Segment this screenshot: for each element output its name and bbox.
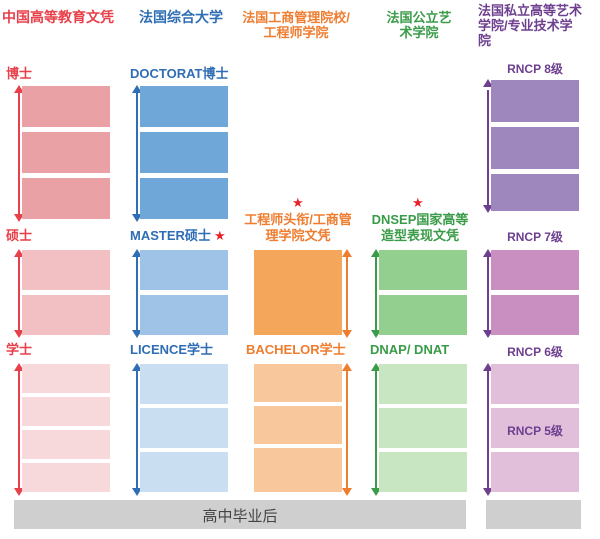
china-bachelor-block [22, 364, 110, 393]
arrow-down-icon [342, 330, 352, 338]
art-dnsep-block [379, 250, 467, 290]
arrow-down-icon [14, 214, 24, 222]
arrow-up-icon [132, 363, 142, 371]
art-dnsep-label: DNSEP国家高等造型表现文凭 [371, 212, 469, 243]
arrow-down-icon [132, 214, 142, 222]
private-rncp8-label: RNCP 8级 [507, 62, 563, 76]
star-icon: ★ [412, 195, 424, 210]
arrow-down-icon [483, 330, 493, 338]
private-rncp6-label: RNCP 6级 [507, 345, 563, 359]
arrow-down-icon [14, 330, 24, 338]
baseline-bar [14, 500, 466, 529]
art-dnsep-block [379, 295, 467, 335]
china-bachelor-block [22, 463, 110, 492]
grandes-ecoles-title-block [254, 250, 342, 335]
university-licence-axis [136, 368, 138, 492]
private-rncp8-block [491, 80, 579, 122]
university-licence-block [140, 364, 228, 404]
china-bachelor-block [22, 430, 110, 459]
arrow-up-icon [14, 363, 24, 371]
china-phd-block [22, 86, 110, 127]
private-rncp5-label: RNCP 5级 [507, 424, 563, 438]
header-private: 法国私立高等艺术学院/专业技术学院 [478, 3, 583, 48]
art-dnap-axis [375, 368, 377, 492]
header-art: 法国公立艺术学院 [386, 10, 452, 40]
university-licence-block [140, 408, 228, 448]
arrow-down-icon [483, 488, 493, 496]
university-master-block [140, 295, 228, 335]
arrow-up-icon [132, 249, 142, 257]
private-rncp7-block [491, 250, 579, 290]
header-grandes-ecoles: 法国工商管理院校/工程师学院 [242, 10, 350, 40]
arrow-down-icon [132, 488, 142, 496]
art-dnap-block [379, 408, 467, 448]
art-dnap-block [379, 452, 467, 492]
arrow-up-icon [342, 363, 352, 371]
grandes-ecoles-bachelor-label: BACHELOR学士 [246, 342, 346, 357]
china-bachelor-block [22, 397, 110, 426]
arrow-down-icon [14, 488, 24, 496]
arrow-up-icon [483, 249, 493, 257]
arrow-up-icon [342, 249, 352, 257]
china-master-label: 硕士 [6, 228, 33, 243]
private-rncp8-block [491, 174, 579, 211]
private-rncp7-axis [487, 254, 489, 334]
header-university: 法国综合大学 [139, 9, 223, 25]
grandes-ecoles-title-axis [346, 254, 348, 334]
arrow-up-icon [371, 363, 381, 371]
arrow-up-icon [483, 79, 493, 87]
private-rncp6-axis [487, 368, 489, 492]
university-master-block [140, 250, 228, 290]
private-rncp8-axis [487, 90, 489, 208]
art-dnap-block [379, 364, 467, 404]
private-rncp7-block [491, 295, 579, 335]
art-dnap-label: DNAP/ DNAT [370, 342, 450, 357]
private-rncp6-block [491, 408, 579, 448]
arrow-down-icon [132, 330, 142, 338]
private-rncp8-block [491, 127, 579, 169]
private-rncp7-label: RNCP 7级 [507, 230, 563, 244]
star-icon: ★ [292, 195, 304, 210]
university-doctorat-block [140, 132, 228, 173]
china-phd-axis [18, 90, 20, 218]
arrow-down-icon [342, 488, 352, 496]
grandes-ecoles-bachelor-block [254, 364, 342, 402]
china-phd-block [22, 132, 110, 173]
china-bachelor-axis [18, 368, 20, 492]
china-master-axis [18, 254, 20, 334]
university-master-axis [136, 254, 138, 334]
china-phd-label: 博士 [6, 66, 33, 81]
arrow-up-icon [483, 363, 493, 371]
arrow-up-icon [132, 85, 142, 93]
china-master-block [22, 250, 110, 290]
grandes-ecoles-bachelor-axis [346, 368, 348, 492]
university-licence-block [140, 452, 228, 492]
baseline-label: 高中毕业后 [202, 508, 278, 525]
university-doctorat-block [140, 178, 228, 219]
university-doctorat-label: DOCTORAT博士 [130, 66, 229, 81]
grandes-ecoles-title-label: 工程师头衔/工商管理学院文凭 [244, 212, 352, 243]
arrow-up-icon [371, 249, 381, 257]
header-china: 中国高等教育文凭 [2, 9, 114, 25]
arrow-up-icon [14, 85, 24, 93]
university-doctorat-block [140, 86, 228, 127]
arrow-down-icon [483, 205, 493, 213]
china-bachelor-label: 学士 [6, 342, 33, 357]
baseline-bar-private [486, 500, 581, 529]
university-master-label: MASTER硕士 [130, 228, 211, 243]
arrow-down-icon [371, 330, 381, 338]
art-dnsep-axis [375, 254, 377, 334]
arrow-down-icon [371, 488, 381, 496]
grandes-ecoles-bachelor-block [254, 448, 342, 492]
china-master-block [22, 295, 110, 335]
university-doctorat-axis [136, 90, 138, 218]
star-icon: ★ [214, 228, 226, 243]
grandes-ecoles-bachelor-block [254, 406, 342, 444]
china-phd-block [22, 178, 110, 219]
arrow-up-icon [14, 249, 24, 257]
private-rncp6-block [491, 364, 579, 404]
private-rncp6-block [491, 452, 579, 492]
university-licence-label: LICENCE学士 [130, 342, 214, 357]
